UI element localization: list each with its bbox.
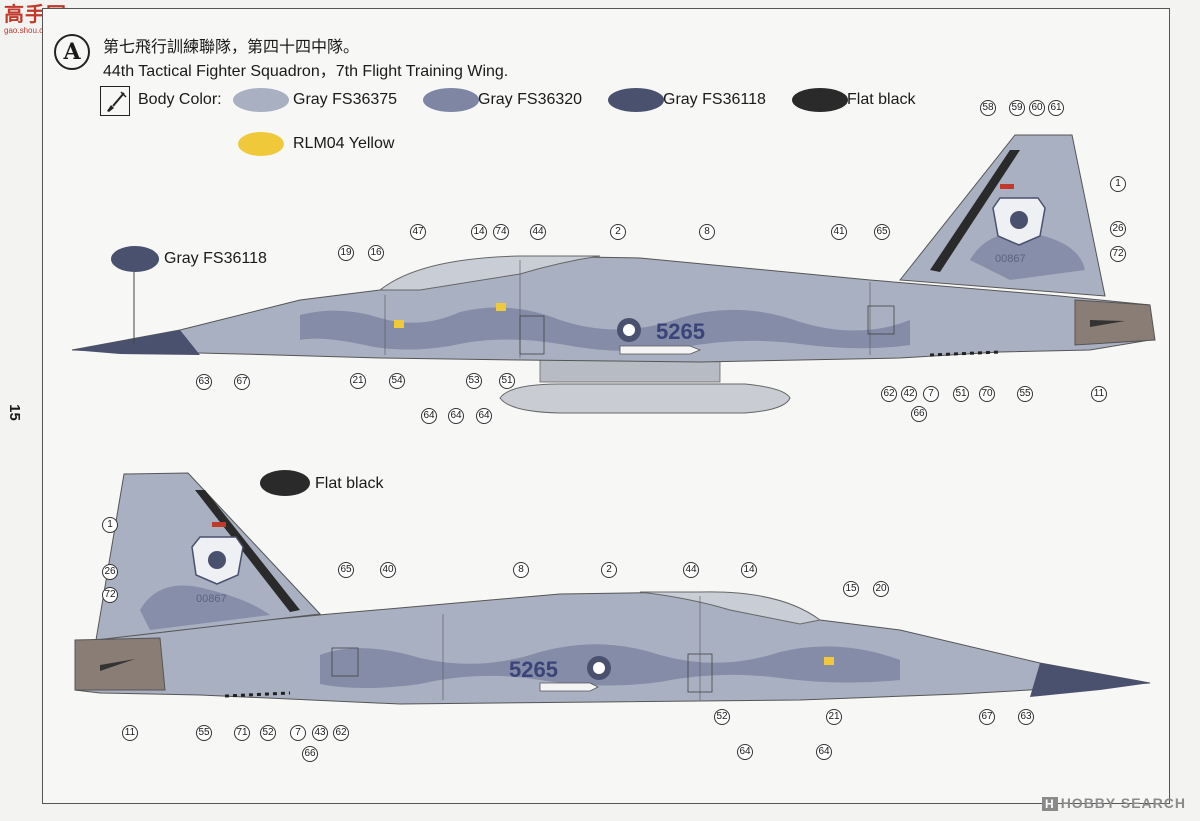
callout-19-top: 19	[338, 245, 354, 261]
scheme-marker: A	[54, 34, 90, 70]
callout-8-bottom: 8	[513, 562, 529, 578]
callout-63-top: 63	[196, 374, 212, 390]
callout-51-top: 51	[499, 373, 515, 389]
callout-7-bottom: 7	[290, 725, 306, 741]
callout-15-bottom: 15	[843, 581, 859, 597]
callout-52b-bottom: 52	[714, 709, 730, 725]
color-name-flat-black: Flat black	[847, 91, 916, 108]
swatch-fs36375	[233, 88, 289, 112]
callout-70-top: 70	[979, 386, 995, 402]
body-color-label: Body Color:	[138, 91, 222, 108]
paintbrush-icon	[100, 86, 130, 116]
callout-8-top: 8	[699, 224, 715, 240]
callout-64b-top: 64	[448, 408, 464, 424]
color-name-fs36320: Gray FS36320	[478, 91, 583, 108]
callout-64-bottom: 64	[737, 744, 753, 760]
callout-2-top: 2	[610, 224, 626, 240]
color-name-fs36375: Gray FS36375	[293, 91, 398, 108]
tail-number-upper: 00867	[995, 253, 1026, 265]
callout-62-bottom: 62	[333, 725, 349, 741]
callout-1-top: 1	[1110, 176, 1126, 192]
callout-44-top: 44	[530, 224, 546, 240]
callout-72-top: 72	[1110, 246, 1126, 262]
callout-62-top: 62	[881, 386, 897, 402]
lower-profile-aircraft: 00867 5265	[74, 472, 1151, 705]
swatch-fs36320	[423, 88, 479, 112]
callout-11-top: 11	[1091, 386, 1107, 402]
callout-21-bottom: 21	[826, 709, 842, 725]
callout-21-top: 21	[350, 373, 366, 389]
callout-14-bottom: 14	[741, 562, 757, 578]
swatch-flat-black	[792, 88, 848, 112]
callout-58-top: 58	[980, 100, 996, 116]
tail-number-lower: 00867	[196, 593, 227, 605]
callout-53-top: 53	[466, 373, 482, 389]
swatch-fs36118	[608, 88, 664, 112]
callout-40-bottom: 40	[380, 562, 396, 578]
callout-66-bottom: 66	[302, 746, 318, 762]
callout-59-top: 59	[1009, 100, 1025, 116]
serial-number-upper: 5265	[656, 319, 705, 344]
callout-60-top: 60	[1029, 100, 1045, 116]
callout-65-top: 65	[874, 224, 890, 240]
callout-65-bottom: 65	[338, 562, 354, 578]
callout-64a-top: 64	[421, 408, 437, 424]
callout-72-bottom: 72	[102, 587, 118, 603]
callout-55-bottom: 55	[196, 725, 212, 741]
callout-41-top: 41	[831, 224, 847, 240]
hobby-search-text: HOBBY SEARCH	[1060, 795, 1186, 811]
callout-20-bottom: 20	[873, 581, 889, 597]
callout-42-top: 42	[901, 386, 917, 402]
callout-61-top: 61	[1048, 100, 1064, 116]
color-name-fs36118: Gray FS36118	[663, 91, 766, 108]
callout-67-bottom: 67	[979, 709, 995, 725]
callout-54-top: 54	[389, 373, 405, 389]
callout-71-bottom: 71	[234, 725, 250, 741]
callout-11-bottom: 11	[122, 725, 138, 741]
tail-color-swatch	[260, 470, 310, 496]
callout-43-bottom: 43	[312, 725, 328, 741]
callout-55-top: 55	[1017, 386, 1033, 402]
callout-2-bottom: 2	[601, 562, 617, 578]
callout-66-top: 66	[911, 406, 927, 422]
nose-color-swatch	[111, 246, 159, 272]
callout-26-top: 26	[1110, 221, 1126, 237]
nose-color-label: Gray FS36118	[164, 250, 267, 267]
color-name-rlm04-yellow: RLM04 Yellow	[293, 135, 395, 152]
callout-14-top: 14	[471, 224, 487, 240]
serial-number-lower: 5265	[509, 657, 558, 682]
callout-51b-top: 51	[953, 386, 969, 402]
callout-64b-bottom: 64	[816, 744, 832, 760]
scheme-title-english: 44th Tactical Fighter Squadron，7th Fligh…	[103, 63, 509, 80]
swatch-rlm04-yellow	[238, 132, 284, 156]
callout-1-bottom: 1	[102, 517, 118, 533]
scheme-title-chinese: 第七飛行訓練聯隊，第四十四中隊。	[103, 39, 360, 56]
callout-52-bottom: 52	[260, 725, 276, 741]
site-watermark-url: gao.shou.com	[4, 26, 55, 35]
hobby-search-logo: H	[1042, 797, 1058, 811]
tail-color-label: Flat black	[315, 475, 384, 492]
callout-64c-top: 64	[476, 408, 492, 424]
callout-63-bottom: 63	[1018, 709, 1034, 725]
callout-7-top: 7	[923, 386, 939, 402]
upper-profile-aircraft: 00867 5265	[71, 134, 1156, 414]
callout-16-top: 16	[368, 245, 384, 261]
callout-74-top: 74	[493, 224, 509, 240]
callout-47-top: 47	[410, 224, 426, 240]
callout-26-bottom: 26	[102, 564, 118, 580]
callout-67-top: 67	[234, 374, 250, 390]
callout-44-bottom: 44	[683, 562, 699, 578]
